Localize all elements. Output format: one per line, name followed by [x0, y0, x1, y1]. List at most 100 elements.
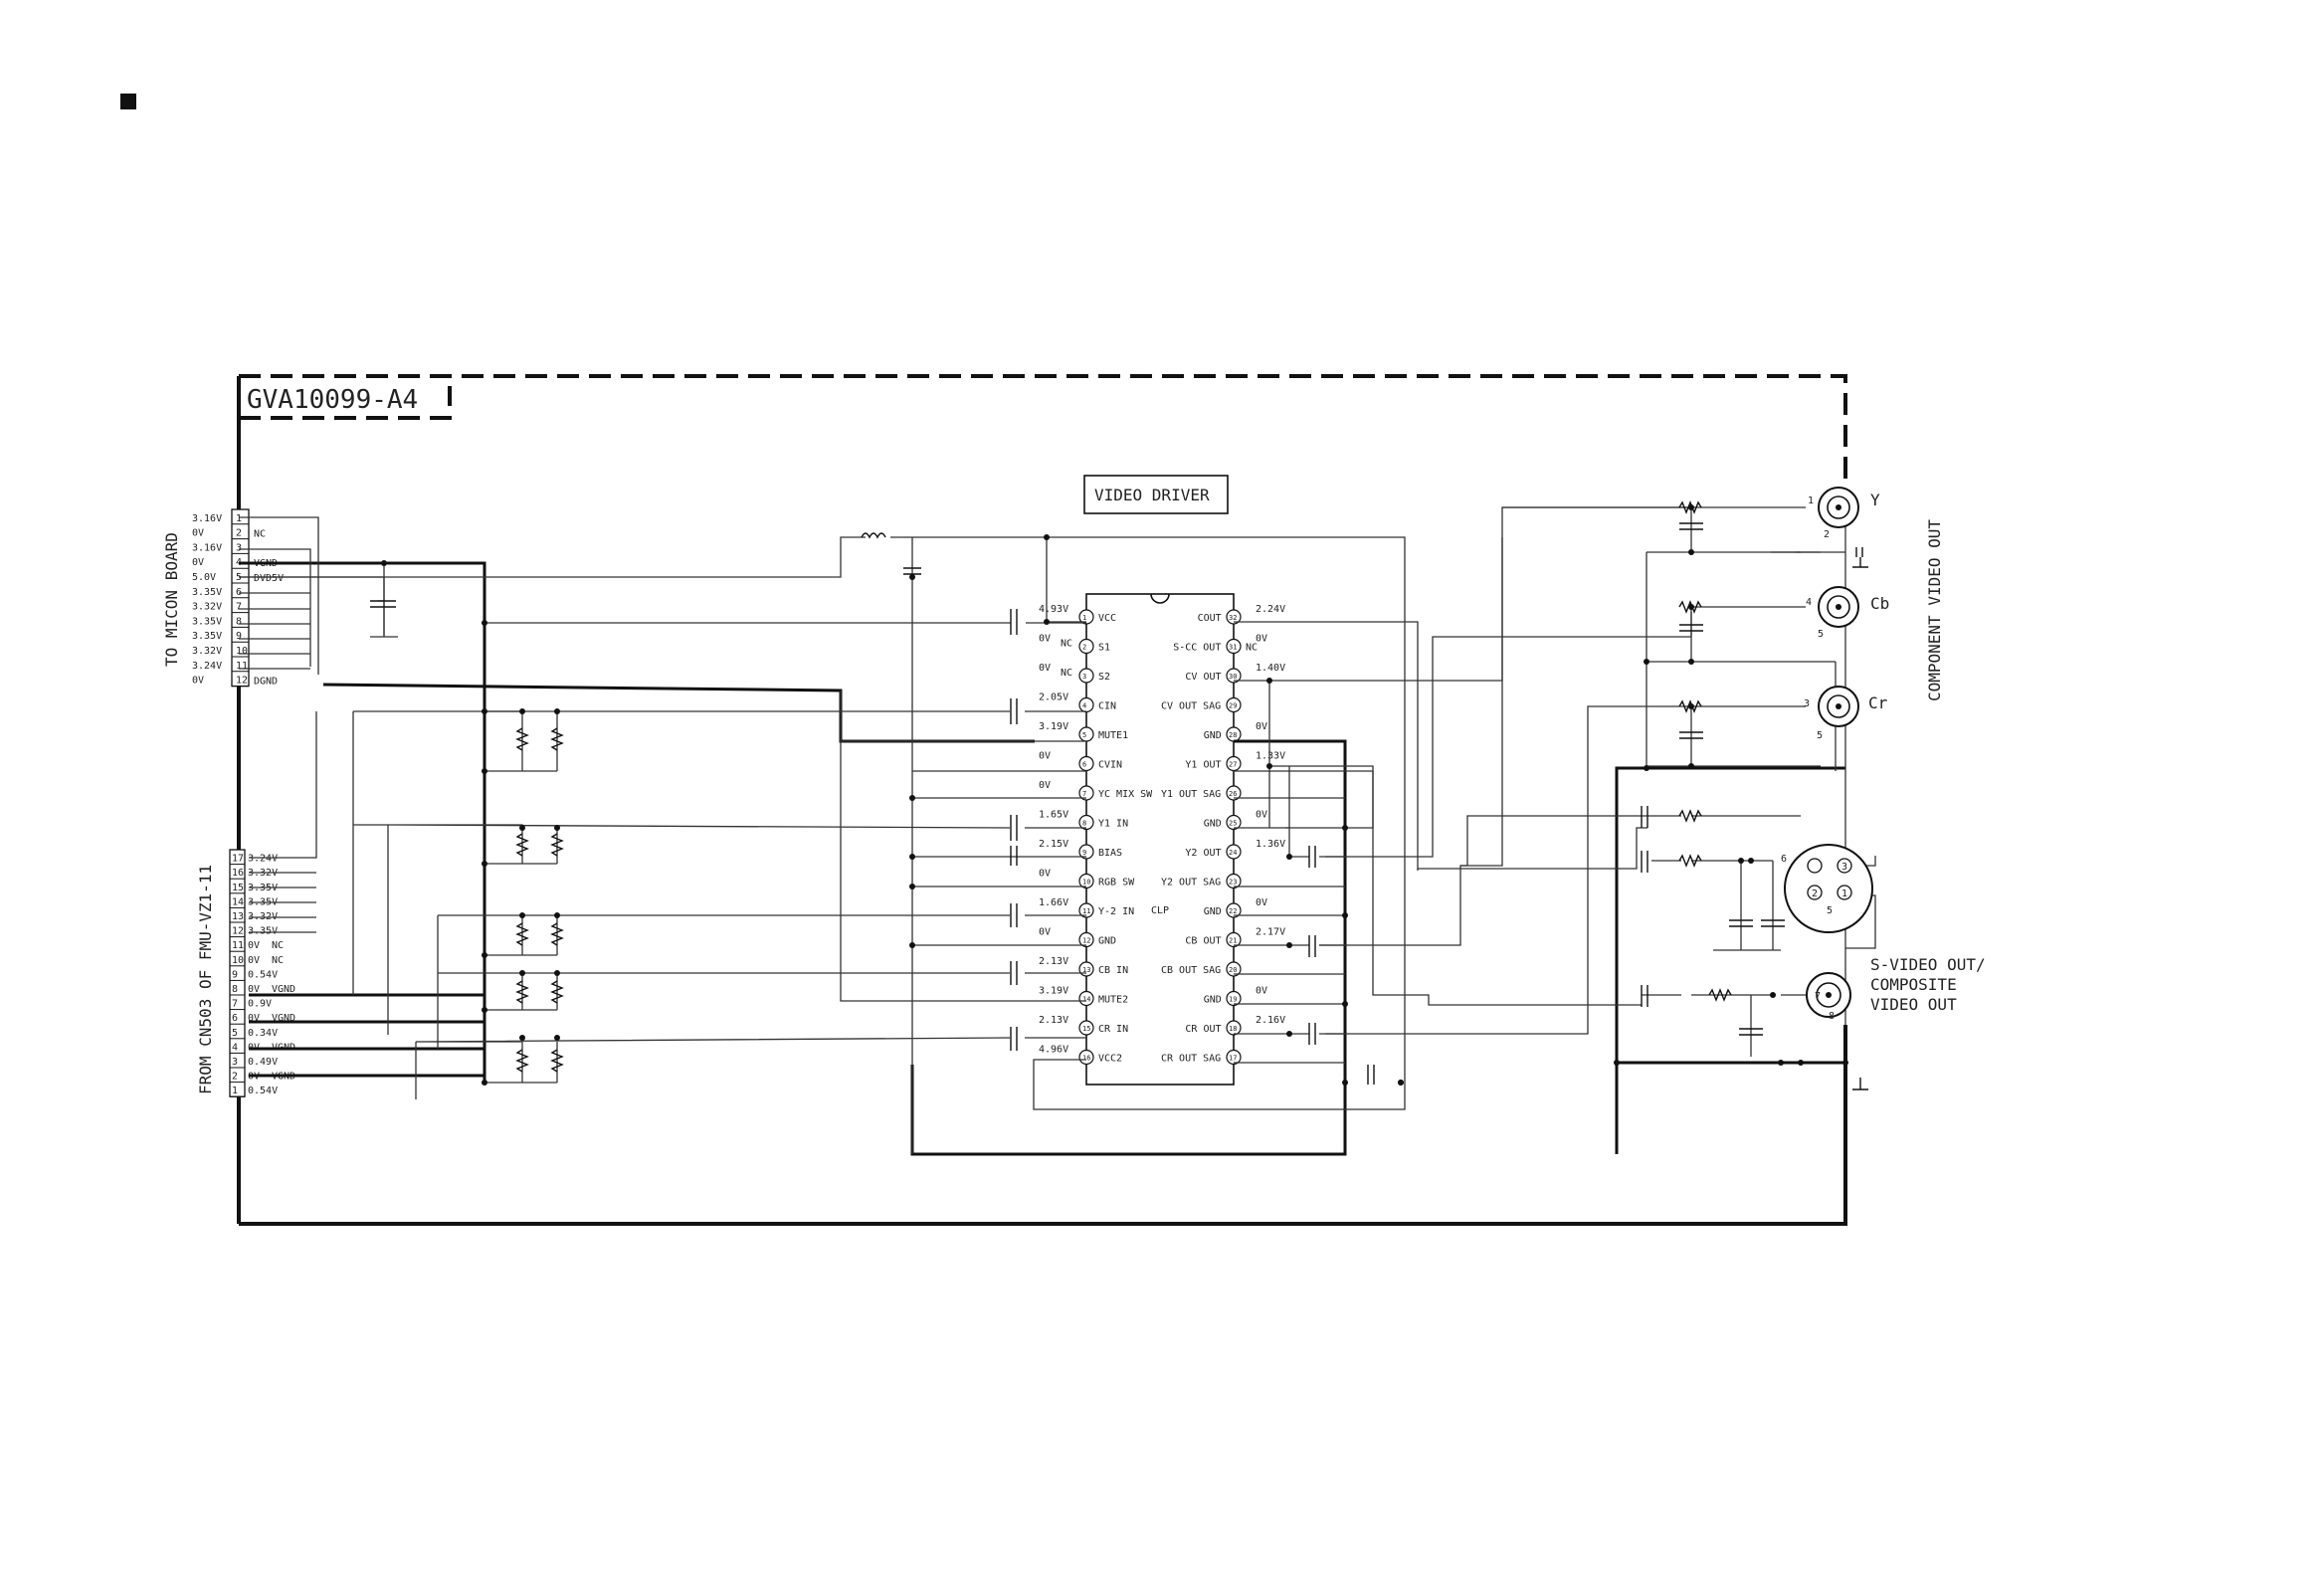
ic-title-box	[1083, 475, 1229, 514]
capacitor-icon	[1010, 609, 1018, 635]
cn-micon-pin-voltage: 3.32V	[192, 602, 222, 613]
ic-pin-number: 23	[1229, 879, 1237, 887]
ic-pin-name: Y1 OUT SAG	[1161, 789, 1221, 800]
ic-pin-number: 14	[1082, 996, 1090, 1004]
ic-pin-number: 15	[1082, 1025, 1090, 1033]
ic-pin-number: 3	[1082, 673, 1086, 681]
ic-pin-voltage: 1.65V	[1039, 810, 1068, 821]
ic-pin-number: 8	[1082, 820, 1086, 828]
inductor-icon	[861, 532, 886, 539]
cn-micon-pin-voltage: 3.32V	[192, 646, 222, 657]
ic-pin-voltage: 0V	[1039, 751, 1051, 762]
cn-micon-pin-number: 9	[236, 631, 242, 642]
cn-micon-pin-number: 12	[236, 676, 248, 687]
svideo-label-1: S-VIDEO OUT/	[1870, 955, 1986, 974]
ic-pin-circle	[1226, 931, 1242, 948]
ic-pin-name: COUT	[1198, 613, 1222, 624]
resistor-icon	[515, 1049, 529, 1073]
ic-pin-circle	[1226, 990, 1242, 1007]
ic-pin-name: Y1 IN	[1098, 819, 1128, 830]
capacitor-icon	[1308, 935, 1316, 957]
ic-pin-number: 19	[1229, 996, 1237, 1004]
ic-pin-circle	[1226, 785, 1242, 801]
svg-text:3: 3	[1841, 862, 1847, 873]
cn-fmu-pin-number: 8	[232, 984, 238, 995]
ic-pin-voltage: 4.93V	[1039, 604, 1068, 615]
ic-pin-number: 26	[1229, 790, 1237, 798]
ic-pin-name: YC MIX SW	[1098, 789, 1153, 800]
cn-micon-pin-number: 2	[236, 528, 242, 539]
resistor-icon	[1678, 500, 1702, 514]
capacitor-icon	[1641, 851, 1648, 873]
capacitor-icon	[1729, 919, 1753, 927]
ic-pin-circle	[1078, 990, 1094, 1007]
ic-pin-name: BIAS	[1098, 848, 1122, 859]
clp-label: CLP	[1151, 905, 1169, 916]
ic-pin-number: 32	[1229, 614, 1237, 622]
cn-micon-pin-number: 6	[236, 587, 242, 598]
ic-pin-voltage: 0V	[1039, 869, 1051, 880]
ic-pin-name: GND	[1204, 819, 1222, 830]
cn-micon-pin-net: DVD5V	[254, 573, 284, 584]
cn-fmu-pin-number: 14	[232, 896, 244, 907]
cn-micon-pin-voltage: 3.24V	[192, 661, 222, 672]
cn-fmu-pin-voltage: 0.9V	[248, 999, 272, 1010]
ic-pin-circle	[1078, 931, 1094, 948]
ic-pin-number: 6	[1082, 761, 1086, 769]
cn-micon-pin-voltage: 3.16V	[192, 542, 222, 553]
ic-pin-circle	[1226, 696, 1242, 713]
ic-pin-voltage: 0V	[1256, 634, 1267, 645]
ic-pin-nc: NC	[1246, 643, 1258, 654]
ic-pin-name: CV OUT SAG	[1161, 701, 1221, 712]
cn-micon-pin-net: NC	[254, 529, 266, 540]
cn-micon-pin-number: 10	[236, 646, 248, 657]
ic-pin-name: GND	[1204, 906, 1222, 917]
cn-micon-pin-number: 11	[236, 661, 248, 672]
capacitor-icon	[370, 600, 396, 608]
cn-micon-pin-voltage: 3.16V	[192, 513, 222, 524]
ic-pin-number: 31	[1229, 644, 1237, 652]
cn-micon-pin-voltage: 5.0V	[192, 572, 216, 583]
ic-pin-circle	[1078, 609, 1094, 625]
cn-fmu-pin-voltage: 3.32V	[248, 868, 278, 879]
capacitor-icon	[1010, 961, 1018, 985]
ic-pin-circle	[1078, 844, 1094, 860]
svideo-label-3: VIDEO OUT	[1870, 995, 1957, 1014]
cn-fmu-pin-number: 5	[232, 1028, 238, 1039]
cn-micon-pin-number: 7	[236, 602, 242, 613]
capacitor-icon	[1367, 1065, 1375, 1085]
jack-composite: 7 8 S-VIDEO OUT/ COMPOSITE VIDEO OUT	[1806, 955, 1986, 1022]
ic-pin-number: 13	[1082, 966, 1090, 974]
ic-pin-number: 11	[1082, 907, 1090, 915]
cn-micon-pin-voltage: 3.35V	[192, 587, 222, 598]
ic-pin-name: Y2 OUT	[1185, 848, 1221, 859]
cn-fmu-pin-number: 1	[232, 1086, 238, 1096]
ic-pin-voltage: 0V	[1039, 780, 1051, 791]
capacitor-icon	[1010, 846, 1018, 866]
ic-pin-name: VCC	[1098, 613, 1116, 624]
resistor-icon	[550, 833, 564, 857]
ic-pin-circle	[1226, 638, 1242, 655]
ic-pin-nc: NC	[1061, 639, 1072, 650]
ic-pin-voltage: 2.15V	[1039, 839, 1068, 850]
ic-pin-voltage: 0V	[1256, 897, 1267, 908]
wiring	[239, 506, 1876, 1156]
board-id: GVA10099-A4	[247, 385, 418, 415]
jack-cr: 3 5 Cr	[1804, 686, 1888, 741]
ic-title: VIDEO DRIVER	[1094, 486, 1210, 504]
resistor-icon	[1708, 988, 1732, 1002]
svg-text:5: 5	[1827, 905, 1833, 916]
ic-pin-number: 4	[1082, 702, 1086, 710]
ic-pin-name: MUTE2	[1098, 995, 1128, 1006]
cn-fmu-pin-number: 10	[232, 955, 244, 966]
cn-fmu-pin-voltage: 3.35V	[248, 926, 278, 937]
capacitor-icon	[1010, 903, 1018, 927]
board-outline	[237, 376, 1847, 1226]
cn-fmu-pin-number: 17	[232, 854, 244, 865]
cn-fmu-pin-voltage: 0.54V	[248, 969, 278, 980]
ic-pin-voltage: 3.19V	[1039, 721, 1068, 732]
svg-text:2: 2	[1824, 529, 1830, 540]
ic-pin-circle	[1226, 668, 1242, 684]
ic-pin-circle	[1226, 1049, 1242, 1066]
